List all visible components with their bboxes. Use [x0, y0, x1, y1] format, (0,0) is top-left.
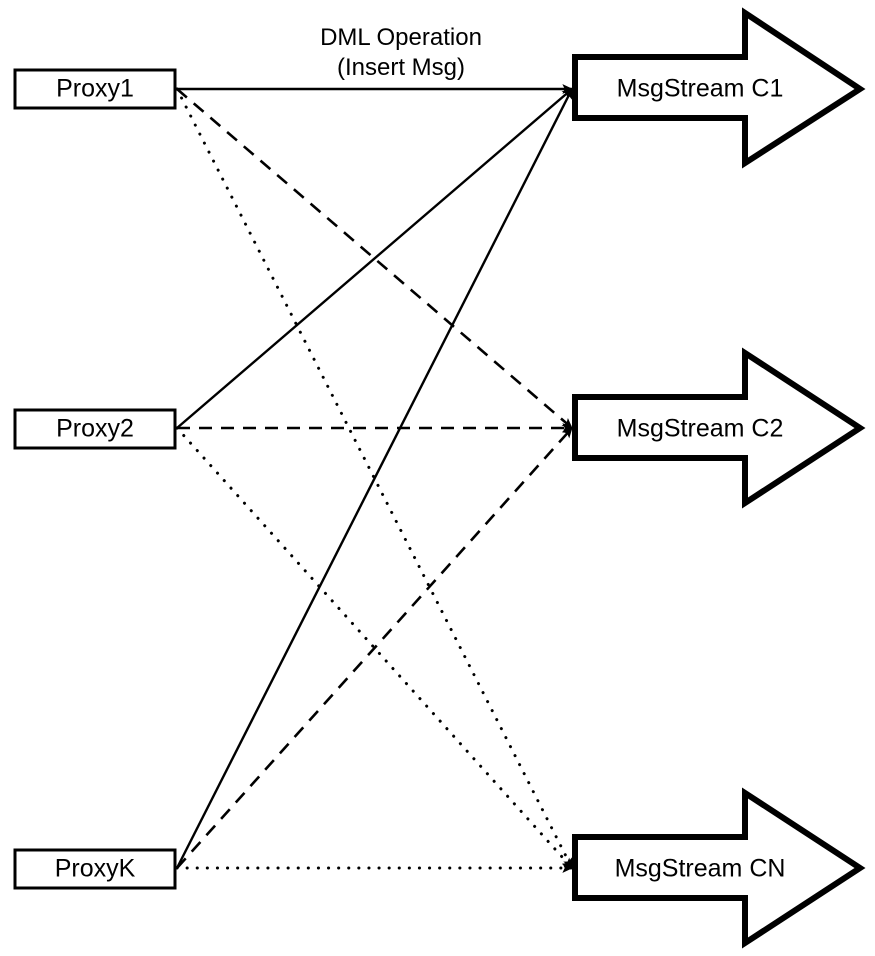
proxyk-box[interactable]: [13, 848, 177, 890]
proxy-node-proxyk[interactable]: ProxyK: [13, 848, 177, 890]
edge-proxyk-to-c2[interactable]: [176, 427, 573, 869]
edge-label-line1: DML Operation: [320, 24, 482, 51]
proxy1-label: Proxy1: [56, 75, 134, 103]
msgstream-node-c2[interactable]: MsgStream C2: [572, 347, 866, 509]
msgstream-c1-label: MsgStream C1: [617, 75, 784, 103]
proxy2-box[interactable]: [13, 408, 177, 450]
edge-label-dml-operation: DML Operation (Insert Msg): [320, 24, 482, 81]
edge-proxy2-to-c1[interactable]: [176, 88, 573, 429]
edge-proxy1-to-cn[interactable]: [175, 87, 574, 870]
edge-label-line2: (Insert Msg): [337, 54, 465, 81]
proxyk-label: ProxyK: [55, 855, 136, 883]
proxy-node-proxy1[interactable]: Proxy1: [13, 68, 177, 110]
msgstream-cn-label: MsgStream CN: [615, 855, 786, 883]
msgstream-c2-arrow-shape[interactable]: [572, 347, 866, 509]
proxy-node-proxy2[interactable]: Proxy2: [13, 408, 177, 450]
msgstream-node-c1[interactable]: MsgStream C1: [572, 7, 866, 169]
msgstream-c1-arrow-shape[interactable]: [572, 7, 866, 169]
proxy2-label: Proxy2: [56, 415, 134, 443]
connection-layer: [175, 84, 574, 873]
msgstream-cn-arrow-shape[interactable]: [572, 787, 866, 949]
edge-proxyk-to-c1[interactable]: [175, 88, 574, 869]
msgstream-node-cn[interactable]: MsgStream CN: [572, 787, 866, 949]
msgstream-c2-label: MsgStream C2: [617, 415, 784, 443]
proxy1-box[interactable]: [13, 68, 177, 110]
